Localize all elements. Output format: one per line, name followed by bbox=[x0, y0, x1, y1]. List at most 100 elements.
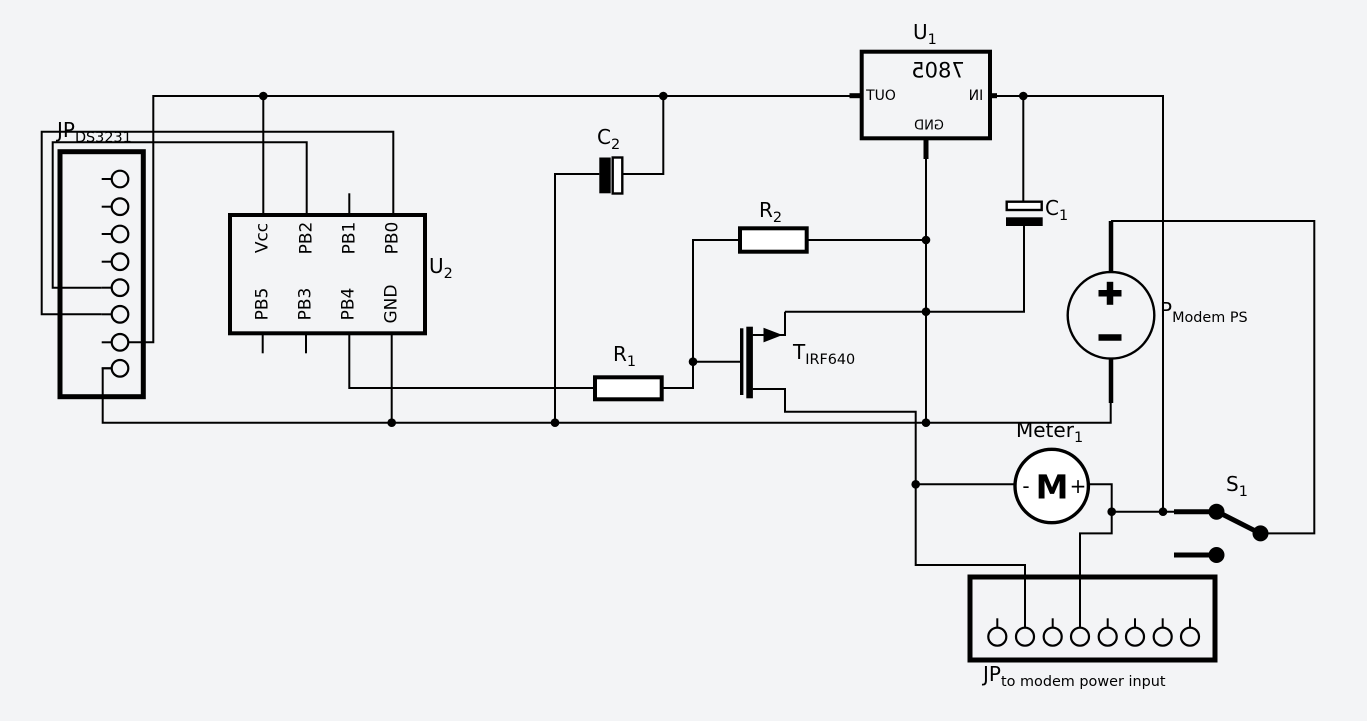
c1-plate-top[interactable] bbox=[1005, 200, 1043, 212]
c1-plate-bottom[interactable] bbox=[1006, 217, 1043, 226]
meter-glyph-text: M bbox=[1035, 467, 1069, 507]
u1-ref: U1 bbox=[913, 22, 937, 47]
wire-ps-plus-to-switch bbox=[1111, 220, 1316, 535]
u1-pin-gnd-text: GND bbox=[914, 118, 944, 134]
c1-ref-text: C bbox=[1045, 196, 1059, 220]
junction-dot bbox=[659, 91, 668, 101]
jp-modem-pin[interactable] bbox=[1014, 626, 1036, 647]
c2-ref-sub: 2 bbox=[610, 137, 621, 154]
r2-ref-sub: 2 bbox=[772, 210, 783, 227]
wire-c2-right bbox=[622, 96, 665, 175]
junction-dot bbox=[921, 235, 931, 245]
meter-ref-text: Meter bbox=[1016, 418, 1074, 442]
u2-pin-pb2: PB2 bbox=[297, 222, 317, 255]
s1-arm-contact[interactable] bbox=[1252, 525, 1269, 542]
r1-body[interactable] bbox=[593, 375, 664, 402]
u2-pin-pb3-text: PB3 bbox=[295, 287, 316, 321]
u2-pin-vcc: Vcc bbox=[253, 223, 273, 253]
jp-modem-pin[interactable] bbox=[1069, 626, 1091, 647]
c2-plate-right[interactable] bbox=[611, 156, 624, 195]
mosfet-ref: TIRF640 bbox=[793, 342, 855, 367]
jp-rtc-pin[interactable] bbox=[110, 252, 130, 272]
jp-modem-pin[interactable] bbox=[1124, 626, 1146, 647]
jp-modem-pin[interactable] bbox=[1097, 626, 1118, 647]
u1-part-number-text: 7805 bbox=[911, 58, 965, 83]
junction-dot bbox=[921, 418, 931, 428]
u1-pin-in: IN bbox=[969, 88, 984, 104]
ps-body[interactable] bbox=[1066, 270, 1156, 360]
wire-source-to-meter-pin2 bbox=[752, 388, 1026, 628]
meter-minus-text: - bbox=[1022, 474, 1030, 498]
junction-dot bbox=[1019, 91, 1028, 101]
jp-modem-pin[interactable] bbox=[1179, 626, 1201, 647]
r2-body[interactable] bbox=[738, 226, 809, 254]
jp-rtc-pin[interactable] bbox=[110, 169, 130, 189]
jp-rtc-body[interactable] bbox=[57, 149, 146, 400]
c2-ref-text: C bbox=[597, 125, 611, 149]
ps-ref-text: P bbox=[1160, 298, 1173, 322]
mosfet-gate-bar[interactable] bbox=[740, 328, 744, 395]
meter-plus: + bbox=[1070, 476, 1087, 496]
u2-pin-pb1-text: PB1 bbox=[339, 221, 360, 255]
jp-modem-pin[interactable] bbox=[987, 626, 1008, 647]
u2-pin-gnd: GND bbox=[382, 285, 402, 324]
u1-pin-out: OUT bbox=[866, 88, 896, 104]
s1-ref-text: S bbox=[1226, 472, 1239, 496]
r2-ref-text: R bbox=[759, 198, 773, 222]
u2-pin-pb4: PB4 bbox=[338, 287, 359, 321]
wire-to-pin4 bbox=[1079, 511, 1113, 628]
jp-modem-body[interactable] bbox=[967, 574, 1218, 663]
meter-plus-text: + bbox=[1069, 474, 1087, 498]
jp-modem-pin[interactable] bbox=[1152, 626, 1173, 647]
wire-rtc-pin5-to-pb2 bbox=[51, 141, 308, 289]
jp-rtc-pin[interactable] bbox=[110, 197, 130, 217]
junction-dot bbox=[688, 357, 698, 367]
meter-ref: Meter1 bbox=[1016, 420, 1083, 445]
r1-ref-text: R bbox=[613, 342, 627, 366]
r1-ref-sub: 1 bbox=[626, 354, 637, 371]
ps-ref-sub: Modem PS bbox=[1172, 310, 1248, 327]
u2-pin-pb5-text: PB5 bbox=[252, 287, 273, 321]
jp-rtc-pin[interactable] bbox=[110, 358, 130, 378]
r2-ref: R2 bbox=[759, 200, 782, 225]
jp-rtc-pin[interactable] bbox=[110, 332, 130, 352]
c1-ref: C1 bbox=[1045, 198, 1068, 223]
c2-plate-left[interactable] bbox=[599, 157, 611, 194]
u2-pin-pb4-text: PB4 bbox=[338, 287, 359, 321]
u1-part-number: 7805 bbox=[911, 58, 965, 83]
wire-mosfet-drain bbox=[752, 311, 786, 336]
wire-c2-left bbox=[554, 173, 600, 423]
s1-nc-contact[interactable] bbox=[1208, 547, 1225, 563]
wire-in-to-switch-column bbox=[996, 95, 1164, 512]
jp-rtc-pin[interactable] bbox=[110, 224, 130, 244]
u2-ref-text: U bbox=[429, 254, 444, 278]
junction-dot bbox=[911, 480, 920, 489]
meter-ref-sub: 1 bbox=[1073, 430, 1084, 447]
u2-pin-pb0-text: PB0 bbox=[382, 221, 403, 255]
mosfet-channel-bar[interactable] bbox=[746, 326, 753, 399]
u2-pin-pb3: PB3 bbox=[295, 287, 316, 321]
jp-modem-ref-text: JP bbox=[983, 662, 1001, 686]
u1-body[interactable] bbox=[859, 49, 993, 141]
mosfet-drain-arrow-icon bbox=[763, 327, 783, 343]
wire-pb4-to-r1 bbox=[348, 333, 595, 389]
u1-pin-gnd: GND bbox=[914, 118, 944, 134]
junction-dot bbox=[1107, 507, 1116, 516]
jp-rtc-pin[interactable] bbox=[110, 278, 130, 298]
meter-glyph: M bbox=[1036, 471, 1069, 504]
jp-rtc-pin[interactable] bbox=[110, 304, 130, 324]
jp-modem-pin[interactable] bbox=[1042, 626, 1063, 647]
meter-body[interactable] bbox=[1013, 447, 1091, 525]
wire-meter-plus bbox=[1088, 483, 1217, 513]
u2-body[interactable] bbox=[228, 213, 427, 336]
ps-ref: PModem PS bbox=[1160, 300, 1248, 325]
junction-dot bbox=[259, 91, 268, 101]
junction-dot bbox=[550, 418, 560, 428]
s1-pole-contact[interactable] bbox=[1208, 503, 1225, 520]
jp-modem-ref-sub: to modem power input bbox=[1000, 674, 1166, 691]
wire-drain-c1 bbox=[785, 226, 1025, 313]
wire-r1-right bbox=[661, 361, 694, 389]
u2-ref-sub: 2 bbox=[443, 266, 453, 283]
s1-ref: S1 bbox=[1226, 474, 1248, 499]
u2-pin-pb5: PB5 bbox=[252, 287, 273, 321]
